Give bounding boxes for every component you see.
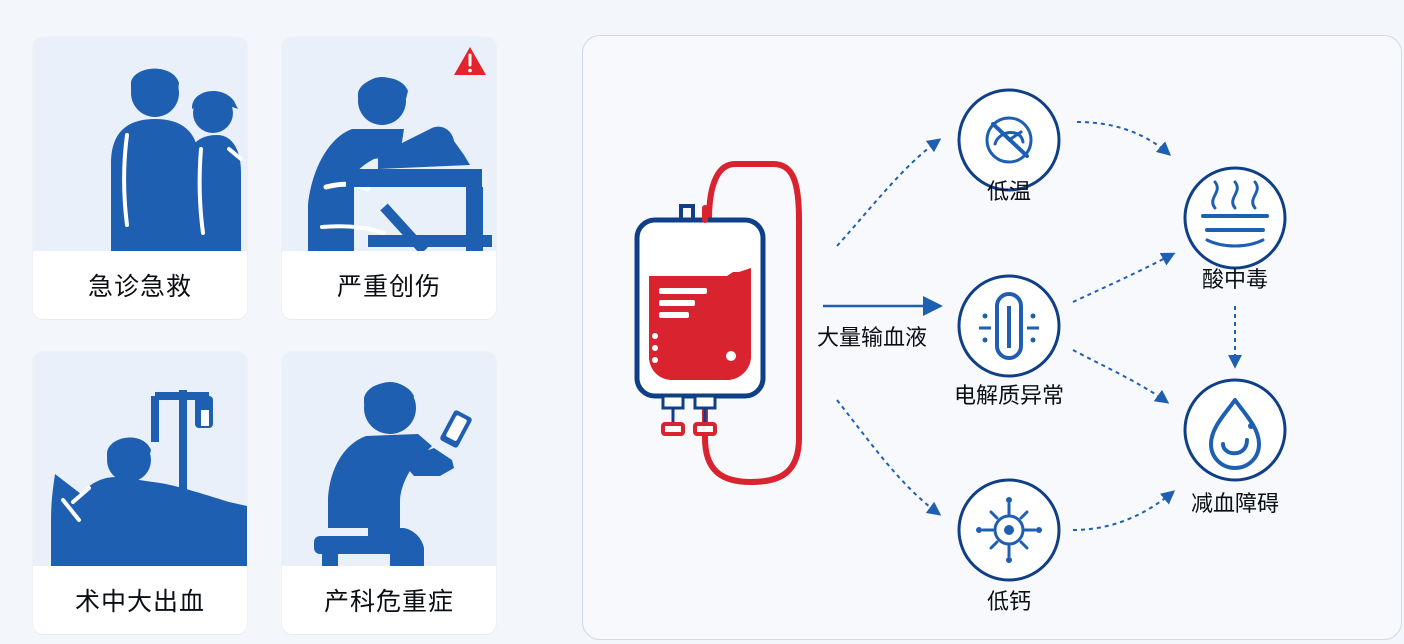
electrolyte-node <box>957 274 1061 378</box>
emergency-card[interactable]: 急诊急救 <box>33 37 247 319</box>
emergency-figures-icon <box>111 68 243 251</box>
coagulopathy-node <box>1183 378 1287 482</box>
gear-atom-icon <box>976 497 1042 563</box>
emergency-card-label: 急诊急救 <box>87 272 192 301</box>
obstetric-critical-card[interactable]: 产科危重症 <box>282 352 496 634</box>
iv-stand-patient-icon <box>51 390 247 566</box>
thermometer-gauge-icon <box>985 116 1033 164</box>
severe-trauma-card-label: 严重创伤 <box>336 272 441 301</box>
electrolyte-abnormality-label: 电解质异常 <box>953 384 1065 409</box>
coagulopathy-label: 减血障碍 <box>1190 492 1280 517</box>
acidosis-node <box>1183 166 1287 270</box>
intraoperative-hemorrhage-illustration <box>33 352 247 566</box>
intraoperative-hemorrhage-card-label: 术中大出血 <box>74 587 205 616</box>
hypothermia-label: 低温 <box>986 180 1032 205</box>
steam-heat-icon <box>1201 180 1269 248</box>
diagram-canvas <box>634 88 1287 582</box>
blood-drop-icon <box>1209 398 1261 470</box>
intraoperative-hemorrhage-card[interactable]: 术中大出血 <box>33 352 247 634</box>
emergency-illustration <box>33 37 247 251</box>
hypocalcemia-label: 低钙 <box>986 590 1032 615</box>
ion-capsule-icon <box>979 292 1039 360</box>
surgeon-patient-icon <box>308 77 492 251</box>
severe-trauma-card[interactable]: 严重创伤 <box>282 37 496 319</box>
acidosis-label: 酸中毒 <box>1201 268 1269 293</box>
seated-doctor-tablet-icon <box>314 382 472 566</box>
blood-bag-icon <box>634 161 802 486</box>
mass-transfusion-diagram: 大量输血液 低温 电解质异常 低钙 酸中毒 减血障碍 <box>582 35 1402 640</box>
mass-transfusion-label: 大量输血液 <box>817 326 928 351</box>
obstetric-critical-illustration <box>282 352 496 566</box>
warning-triangle-icon <box>454 47 486 75</box>
hypocalcemia-node <box>957 478 1061 582</box>
hypothermia-node <box>957 88 1061 192</box>
obstetric-critical-card-label: 产科危重症 <box>323 587 454 616</box>
